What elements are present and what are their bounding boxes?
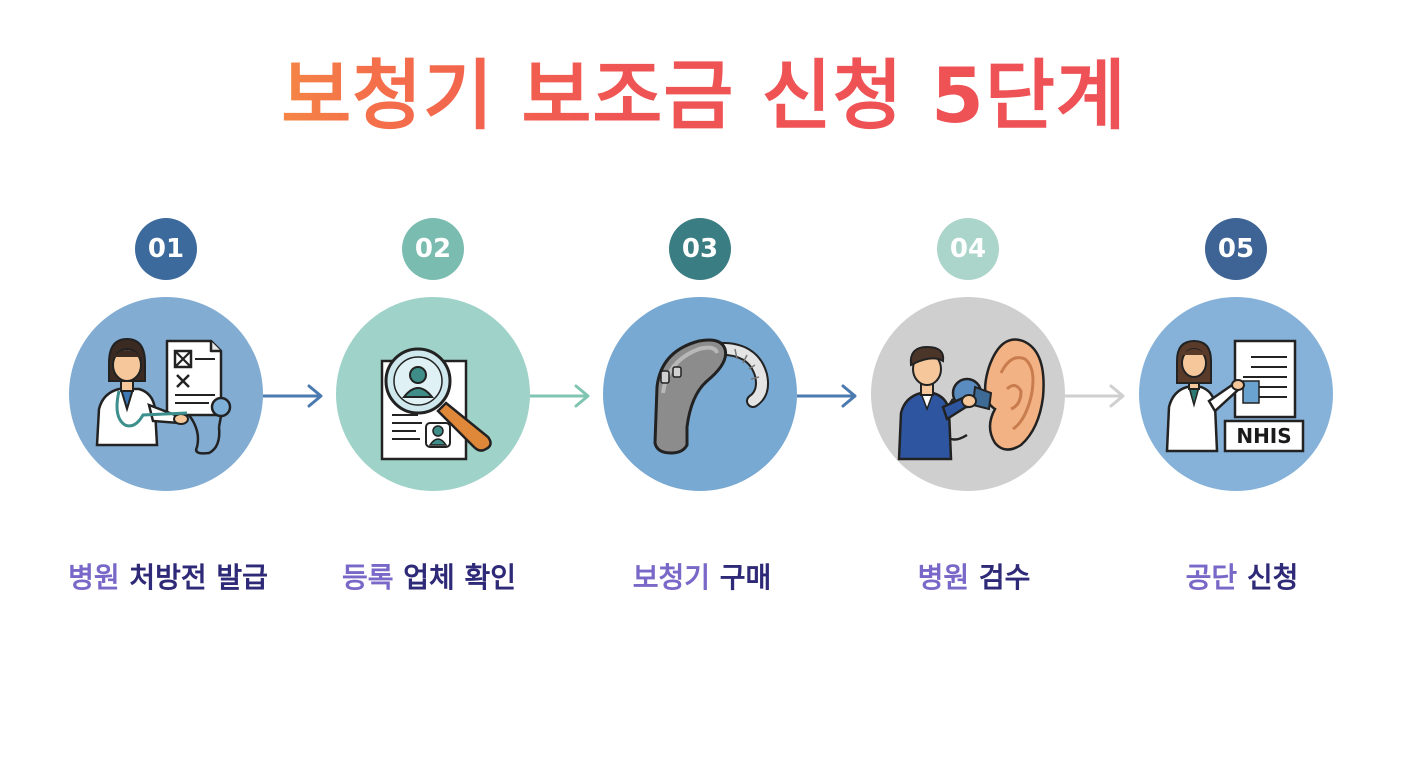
step-1-circle bbox=[69, 297, 263, 491]
ear-fitting-icon bbox=[871, 297, 1065, 491]
step-arrow-3-4 bbox=[797, 380, 861, 412]
step-5-label-part2: 신청 bbox=[1247, 561, 1299, 594]
step-arrow-1-2 bbox=[263, 380, 327, 412]
step-number-badge-2: 02 bbox=[402, 218, 464, 280]
step-arrow-2-3 bbox=[530, 380, 594, 412]
step-5-circle: NHIS bbox=[1139, 297, 1333, 491]
step-2-label-part1: 등록 bbox=[342, 561, 403, 594]
step-4-label: 병원 검수 bbox=[854, 558, 1094, 598]
step-number-badge-5: 05 bbox=[1205, 218, 1267, 280]
step-number-badge-1: 01 bbox=[135, 218, 197, 280]
step-number-badge-4: 04 bbox=[937, 218, 999, 280]
step-arrow-4-5 bbox=[1065, 380, 1129, 412]
step-1-label-part2: 처방전 발급 bbox=[129, 561, 268, 594]
step-1-label-part1: 병원 bbox=[68, 561, 129, 594]
step-4-label-part2: 검수 bbox=[979, 561, 1031, 594]
magnifier-document-icon bbox=[336, 297, 530, 491]
nhis-label: NHIS bbox=[1236, 424, 1291, 448]
step-4-label-part1: 병원 bbox=[918, 561, 979, 594]
page-title: 보청기 보조금 신청 5단계 bbox=[0, 46, 1408, 146]
step-1-label: 병원 처방전 발급 bbox=[48, 558, 288, 598]
step-number-badge-3: 03 bbox=[669, 218, 731, 280]
step-3-circle bbox=[603, 297, 797, 491]
step-3-label-part2: 구매 bbox=[720, 561, 772, 594]
step-3-label: 보청기 구매 bbox=[582, 558, 822, 598]
step-2-label-part2: 업체 확인 bbox=[403, 561, 516, 594]
nhis-board-icon: NHIS bbox=[1139, 297, 1333, 491]
hearing-aid-icon bbox=[603, 297, 797, 491]
step-2-label: 등록 업체 확인 bbox=[309, 558, 549, 598]
step-3-label-part1: 보청기 bbox=[633, 561, 720, 594]
step-5-label: 공단 신청 bbox=[1122, 558, 1362, 598]
doctor-prescription-icon bbox=[69, 297, 263, 491]
step-2-circle bbox=[336, 297, 530, 491]
step-4-circle bbox=[871, 297, 1065, 491]
step-5-label-part1: 공단 bbox=[1186, 561, 1247, 594]
